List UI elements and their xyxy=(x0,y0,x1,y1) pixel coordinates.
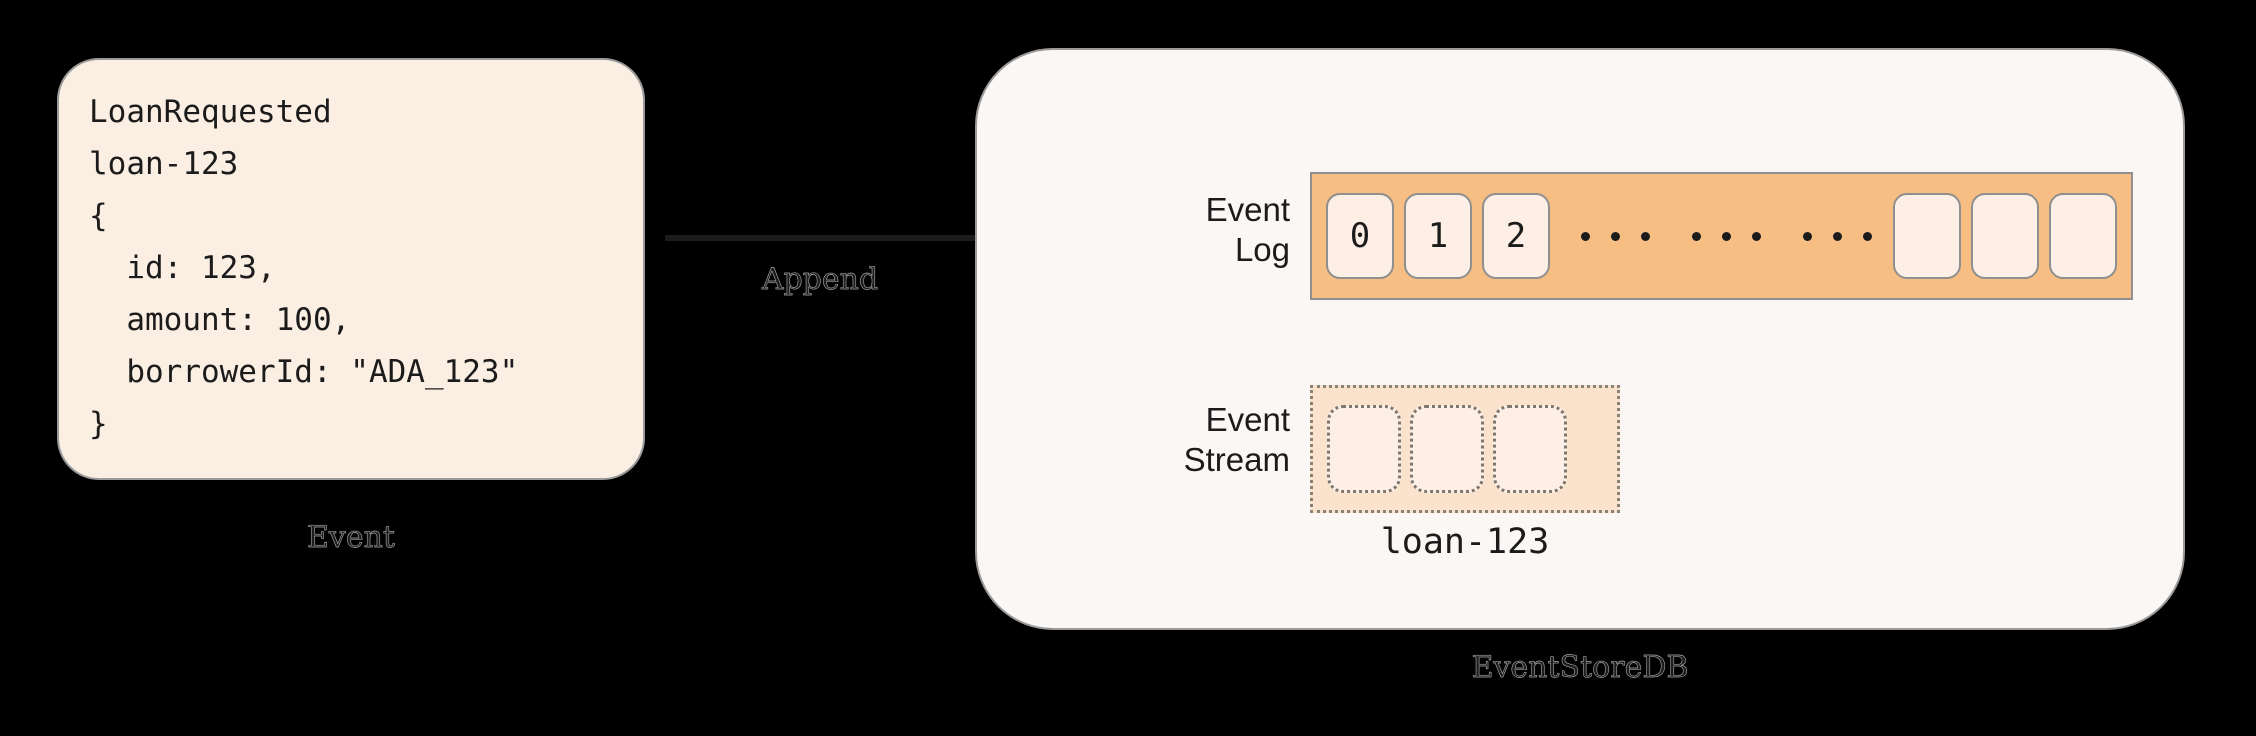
event-log-empty-cell xyxy=(1893,193,1961,279)
event-card-caption: Event xyxy=(307,520,395,555)
ellipsis-dot xyxy=(1803,231,1812,241)
event-log-empty-cell xyxy=(2049,193,2117,279)
ellipsis-group-1 xyxy=(1581,231,1650,241)
event-log-bar: 0 1 2 xyxy=(1310,172,2133,300)
ellipsis-dot xyxy=(1722,231,1731,241)
event-payload-code: LoanRequested loan-123 { id: 123, amount… xyxy=(89,94,519,442)
event-stream-name: loan-123 xyxy=(1380,522,1550,562)
event-stream-label: Event Stream xyxy=(1183,401,1290,478)
ellipsis-dot xyxy=(1863,231,1872,241)
event-stream-cell xyxy=(1327,405,1401,493)
eventstoredb-caption: EventStoreDB xyxy=(1471,650,1689,685)
ellipsis-dot xyxy=(1692,231,1701,241)
ellipsis-group-2 xyxy=(1692,231,1761,241)
event-log-cell-0: 0 xyxy=(1326,193,1394,279)
event-log-label: Event Log xyxy=(1205,191,1290,268)
append-label: Append xyxy=(761,262,879,297)
event-log-cell-2: 2 xyxy=(1482,193,1550,279)
event-log-cell-1: 1 xyxy=(1404,193,1472,279)
event-log-empty-cell xyxy=(1971,193,2039,279)
ellipsis-dot xyxy=(1581,231,1590,241)
event-card: LoanRequested loan-123 { id: 123, amount… xyxy=(57,58,645,480)
event-stream-cell xyxy=(1410,405,1484,493)
ellipsis-dot xyxy=(1611,231,1620,241)
event-stream-cell xyxy=(1493,405,1567,493)
eventstoredb-container xyxy=(975,48,2185,630)
ellipsis-dot xyxy=(1833,231,1842,241)
ellipsis-group-3 xyxy=(1803,231,1872,241)
event-stream-box xyxy=(1310,385,1620,513)
ellipsis-dot xyxy=(1752,231,1761,241)
ellipsis-dot xyxy=(1641,231,1650,241)
